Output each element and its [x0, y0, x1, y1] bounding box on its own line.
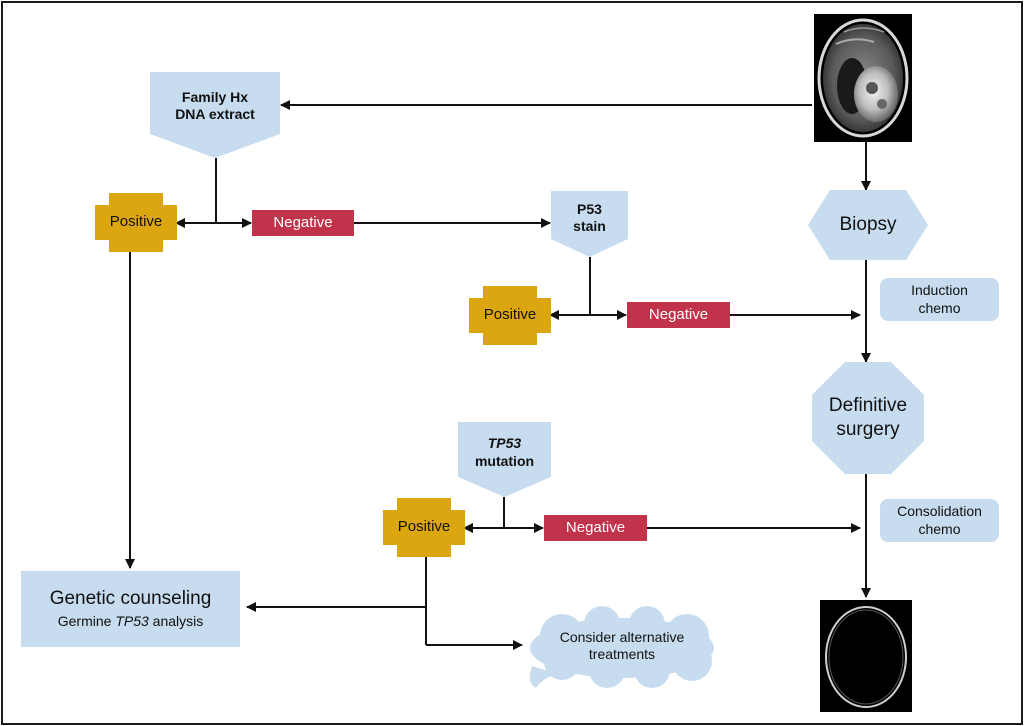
stain-label: stain	[573, 218, 606, 234]
consider-alternative-cloud: Consider alternative treatments	[522, 606, 722, 690]
negative-label-3: Negative	[565, 518, 626, 536]
hexagon-shape	[808, 190, 928, 260]
consolidation-chemo-note: Consolidation chemo	[880, 499, 999, 542]
chemo-label-2: chemo	[918, 520, 961, 537]
biopsy-label: Biopsy	[839, 214, 897, 236]
induction-chemo-note: Induction chemo	[880, 278, 999, 321]
positive-box-2: Positive	[469, 286, 551, 345]
definitive-label: Definitive	[828, 395, 908, 417]
surgery-label: surgery	[836, 419, 900, 440]
negative-label-1: Negative	[273, 213, 333, 231]
positive-label-1: Positive	[109, 213, 163, 231]
pentagon-shape	[458, 422, 551, 497]
positive-label-3: Positive	[397, 518, 451, 536]
mri-scan-post	[820, 600, 912, 712]
negative-box-2: Negative	[627, 302, 730, 328]
genetic-counseling-box: Genetic counseling Germine TP53 analysis	[21, 571, 240, 647]
germine-prefix: Germine	[57, 613, 116, 630]
mri-scan-pre	[814, 14, 912, 142]
treatments-label: treatments	[588, 646, 656, 662]
positive-box-3: Positive	[383, 498, 465, 557]
tp53-mutation-box: TP53 mutation	[458, 422, 551, 497]
consider-alternative-label: Consider alternative	[559, 628, 685, 645]
germine-analysis-label: Germine TP53 analysis	[58, 613, 204, 631]
biopsy-box: Biopsy	[808, 190, 928, 260]
analysis-suffix: analysis	[148, 613, 204, 630]
cross-shape	[383, 498, 465, 557]
family-hx-dna-extract-box: Family Hx DNA extract	[150, 72, 280, 158]
tp53-label: TP53	[487, 435, 522, 451]
genetic-counseling-title: Genetic counseling	[49, 588, 212, 610]
mutation-label: mutation	[474, 452, 535, 469]
mri-brain-tumor-image	[817, 18, 909, 138]
cloud-shape	[529, 606, 714, 688]
pentagon-shape	[150, 72, 280, 158]
family-hx-label: Family Hx	[181, 88, 249, 105]
cross-shape	[469, 286, 551, 345]
negative-box-3: Negative	[544, 515, 647, 541]
cross-shape	[95, 193, 177, 252]
positive-box-1: Positive	[95, 193, 177, 252]
induction-label: Induction	[911, 282, 968, 298]
negative-box-1: Negative	[252, 210, 354, 236]
p53-label: P53	[577, 200, 602, 217]
definitive-surgery-box: Definitive surgery	[812, 362, 924, 474]
mri-post-surgery-image	[825, 606, 907, 708]
pentagon-shape	[551, 191, 628, 257]
octagon-shape	[812, 362, 924, 474]
consolidation-label: Consolidation	[897, 503, 982, 519]
negative-label-2: Negative	[648, 305, 709, 323]
tp53-italic: TP53	[115, 613, 149, 630]
positive-label-2: Positive	[483, 306, 537, 324]
dna-extract-label: DNA extract	[175, 106, 255, 122]
chemo-label-1: chemo	[918, 299, 961, 316]
p53-stain-box: P53 stain	[551, 191, 628, 257]
